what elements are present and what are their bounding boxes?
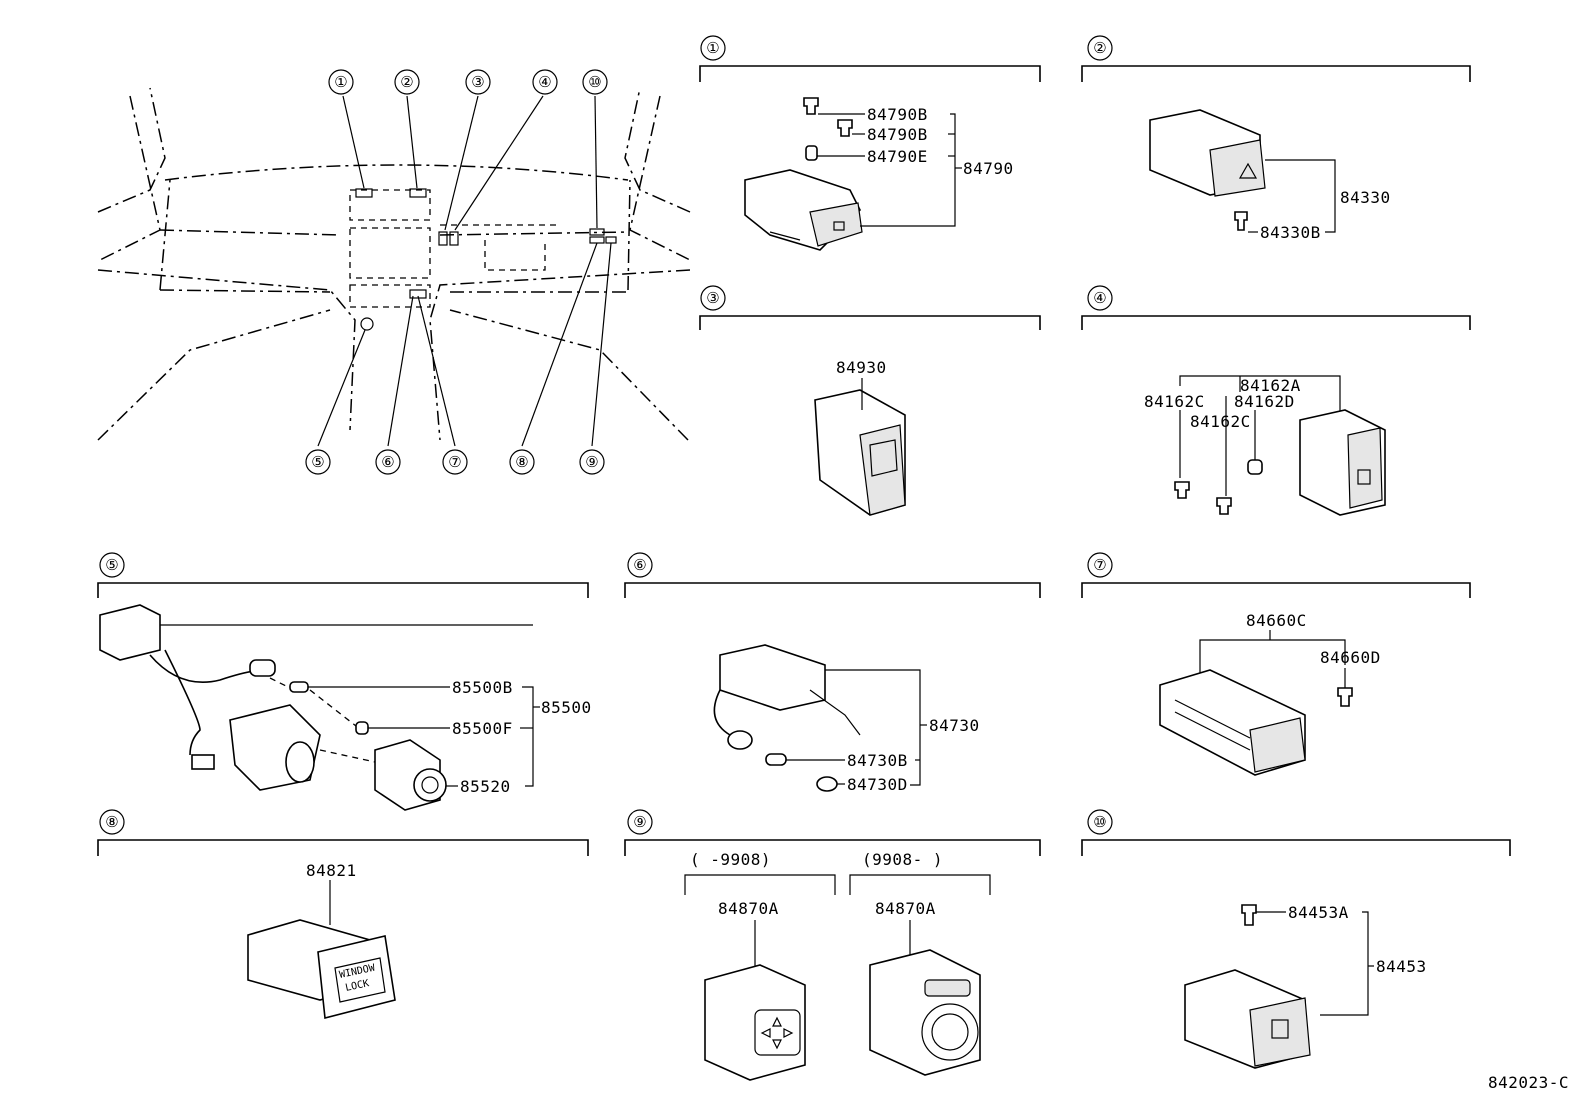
callout-3: ③ (471, 73, 484, 91)
section-3-label: ③ (706, 289, 719, 307)
part-84453: 84453 (1376, 957, 1427, 976)
part-84330B: 84330B (1260, 223, 1321, 242)
range-before-9908: ( -9908) (690, 850, 771, 869)
part-84660C: 84660C (1246, 611, 1307, 630)
part-84162C-b: 84162C (1190, 412, 1251, 431)
part-84870A-b: 84870A (875, 899, 936, 918)
part-84162A: 84162A (1240, 376, 1301, 395)
callout-2: ② (400, 73, 413, 91)
section-4-label: ④ (1093, 289, 1106, 307)
section-9: ⑨ ( -9908) (9908- ) 84870A 84870A (624, 809, 1041, 1081)
section-10: ⑩ 84453A 84453 (1081, 809, 1511, 1069)
part-84453A: 84453A (1288, 903, 1349, 922)
section-4: ④ 84162A 84162C 84162D 84162C (1081, 285, 1471, 516)
part-84930: 84930 (836, 358, 887, 377)
section-2: ② 84330 84330B (1081, 35, 1471, 242)
callout-9: ⑨ (585, 453, 598, 471)
section-7-label: ⑦ (1093, 556, 1106, 574)
callout-6: ⑥ (381, 453, 394, 471)
section-2-label: ② (1093, 39, 1106, 57)
part-84660D: 84660D (1320, 648, 1381, 667)
section-1: ① 84790B 84790B 84790E 84790 (699, 35, 1041, 251)
section-3: ③ 84930 (699, 285, 1041, 516)
section-6: ⑥ 84730 84730B 84730D (624, 552, 1041, 794)
part-84870A-a: 84870A (718, 899, 779, 918)
dashboard-overview: ① ② ③ ④ ⑩ ⑤ ⑥ ⑦ ⑧ ⑨ (97, 69, 691, 475)
callout-5: ⑤ (311, 453, 324, 471)
section-6-label: ⑥ (633, 556, 646, 574)
part-84821: 84821 (306, 861, 357, 880)
part-84162C-a: 84162C (1144, 392, 1205, 411)
part-85500: 85500 (541, 698, 592, 717)
section-5: ⑤ 85500B 85500F 85500 85520 (97, 552, 592, 811)
section-1-label: ① (706, 39, 719, 57)
section-10-label: ⑩ (1093, 813, 1106, 831)
part-84730D: 84730D (847, 775, 908, 794)
part-85500F: 85500F (452, 719, 513, 738)
callout-8: ⑧ (515, 453, 528, 471)
part-84330: 84330 (1340, 188, 1391, 207)
part-84730B: 84730B (847, 751, 908, 770)
section-8: ⑧ WINDOW LOCK 84821 (97, 809, 589, 1020)
part-84790: 84790 (963, 159, 1014, 178)
section-8-label: ⑧ (105, 813, 118, 831)
part-84162D: 84162D (1234, 392, 1295, 411)
section-9-label: ⑨ (633, 813, 646, 831)
callout-10: ⑩ (588, 73, 601, 91)
callout-1: ① (334, 73, 347, 91)
diagram-code: 842023-C (1488, 1073, 1569, 1092)
part-85520: 85520 (460, 777, 511, 796)
part-85500B: 85500B (452, 678, 513, 697)
part-84790B-a: 84790B (867, 105, 928, 124)
section-5-label: ⑤ (105, 556, 118, 574)
part-84790E: 84790E (867, 147, 928, 166)
part-84730: 84730 (929, 716, 980, 735)
callout-4: ④ (538, 73, 551, 91)
window-lock-text-2: LOCK (344, 978, 370, 994)
callout-7: ⑦ (448, 453, 461, 471)
section-7: ⑦ 84660C 84660D (1081, 552, 1471, 776)
part-84790B-b: 84790B (867, 125, 928, 144)
range-after-9908: (9908- ) (862, 850, 943, 869)
